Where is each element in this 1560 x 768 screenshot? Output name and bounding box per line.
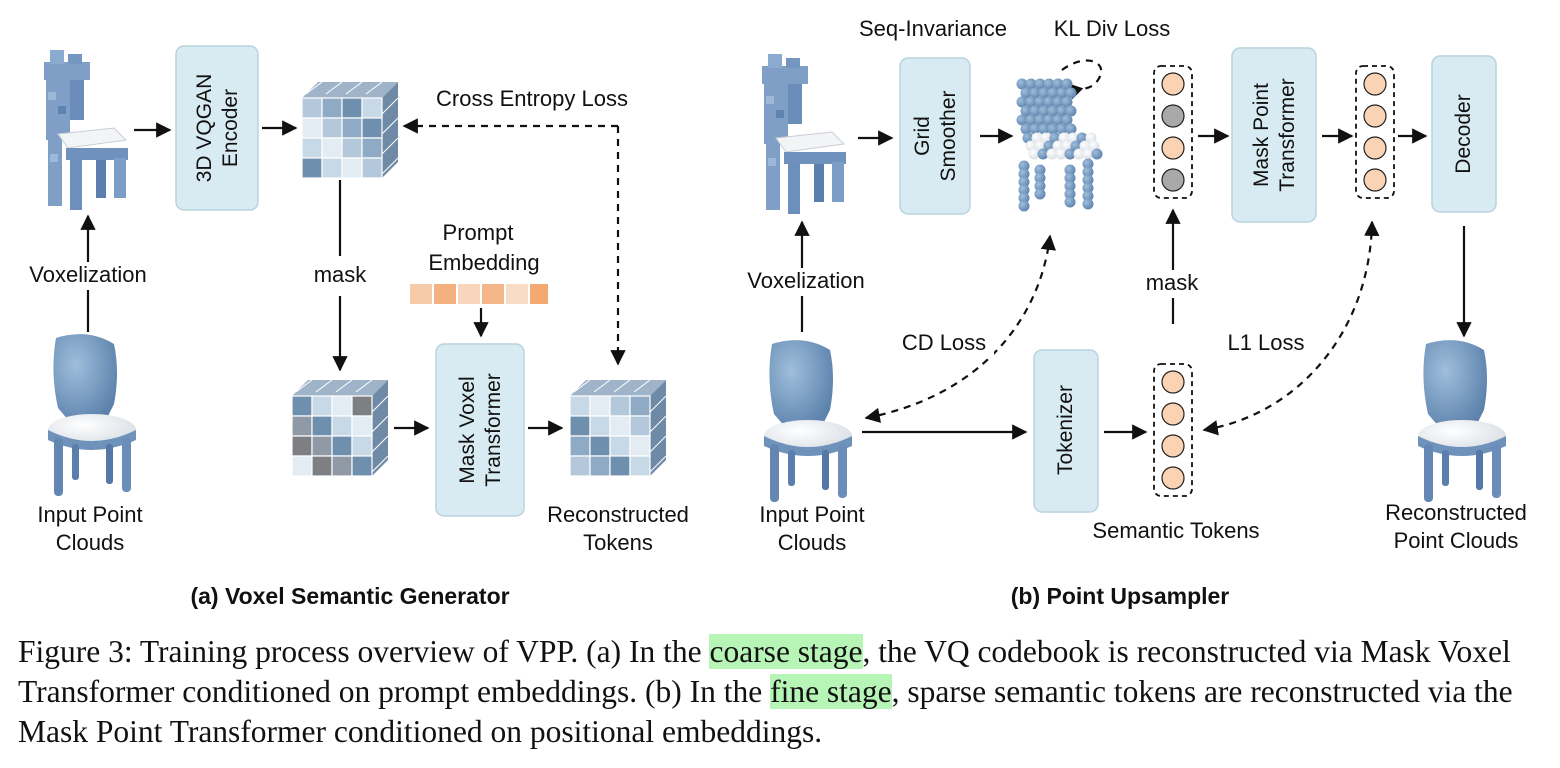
output-token-column <box>1355 65 1395 199</box>
reconstructed-point-cloud-chair <box>1418 340 1506 502</box>
encoder-label-line1: 3D VQGAN <box>193 74 216 183</box>
figure-caption: Figure 3: Training process overview of V… <box>18 632 1548 752</box>
input-point-cloud-chair-b <box>764 340 852 502</box>
semantic-token-column <box>1153 363 1193 497</box>
vqgan-encoder-block <box>175 45 259 211</box>
mask-label-b: mask <box>1146 270 1200 295</box>
mask-point-transformer-block <box>1231 47 1317 223</box>
input-point-cloud-chair-a <box>48 334 136 496</box>
voxel-chair-image <box>43 49 129 211</box>
smoothed-point-cloud-chair <box>1016 78 1103 212</box>
voxelization-label-b: Voxelization <box>747 268 864 293</box>
prompt-label-line2: Embedding <box>428 250 539 275</box>
smoother-label-line2: Smoother <box>937 90 960 181</box>
mask-label-a: mask <box>314 262 368 287</box>
caption-part1: Figure 3: Training process overview of V… <box>18 634 710 669</box>
recon-point-label-line1: Reconstructed <box>1385 500 1527 525</box>
cd-loss-label: CD Loss <box>902 330 986 355</box>
cross-entropy-loss-label: Cross Entropy Loss <box>436 86 628 111</box>
tokenizer-block <box>1033 349 1099 513</box>
recon-point-label-line2: Point Clouds <box>1394 528 1519 553</box>
mpt-label-line2: Transformer <box>1276 78 1299 192</box>
reconstructed-tokens-cube <box>569 379 667 477</box>
mask-voxel-transformer-block <box>435 343 525 517</box>
encoder-label-line2: Encoder <box>219 89 242 167</box>
input-label-a-line2: Clouds <box>56 530 124 555</box>
subtitle-b: (b) Point Upsampler <box>1011 583 1230 609</box>
kl-div-loss-label: KL Div Loss <box>1054 16 1171 41</box>
caption-part2: , the VQ codebook is reconstructed via M… <box>18 634 1511 709</box>
caption-highlight-fine-stage: fine stage <box>770 674 892 709</box>
tokenizer-label: Tokenizer <box>1054 385 1077 475</box>
smoother-label-line1: Grid <box>911 116 934 156</box>
input-label-b-line1: Input Point <box>759 502 864 527</box>
grid-smoother-block <box>899 57 971 215</box>
caption-part3: , sparse semantic tokens are reconstruct… <box>18 674 1513 749</box>
l1-loss-label: L1 Loss <box>1227 330 1304 355</box>
svg-text:Voxelization: Voxelization <box>29 262 146 287</box>
masked-token-column <box>1153 65 1193 199</box>
codebook-tokens-cube <box>301 81 399 179</box>
mvt-label-line2: Transformer <box>482 373 505 487</box>
input-label-a-line1: Input Point <box>37 502 142 527</box>
caption-highlight-coarse-stage: coarse stage <box>709 634 863 669</box>
decoder-block <box>1431 55 1497 213</box>
decoder-label: Decoder <box>1452 94 1475 173</box>
mvt-label-line1: Mask Voxel <box>456 376 479 483</box>
training-diagram: 3D VQGAN Encoder Cross Entropy Loss mask… <box>29 16 1527 609</box>
seq-invariance-label: Seq-Invariance <box>859 16 1007 41</box>
subtitle-a: (a) Voxel Semantic Generator <box>190 583 509 609</box>
prompt-label-line1: Prompt <box>443 220 514 245</box>
input-label-b-line2: Clouds <box>778 530 846 555</box>
recon-tokens-label-line2: Tokens <box>583 530 653 555</box>
voxel-chair-image-b <box>761 53 847 215</box>
mpt-label-line1: Mask Point <box>1250 83 1273 187</box>
masked-tokens-cube <box>291 379 389 477</box>
recon-tokens-label-line1: Reconstructed <box>547 502 689 527</box>
semantic-tokens-label: Semantic Tokens <box>1092 518 1259 543</box>
prompt-embedding-strip <box>410 284 548 304</box>
